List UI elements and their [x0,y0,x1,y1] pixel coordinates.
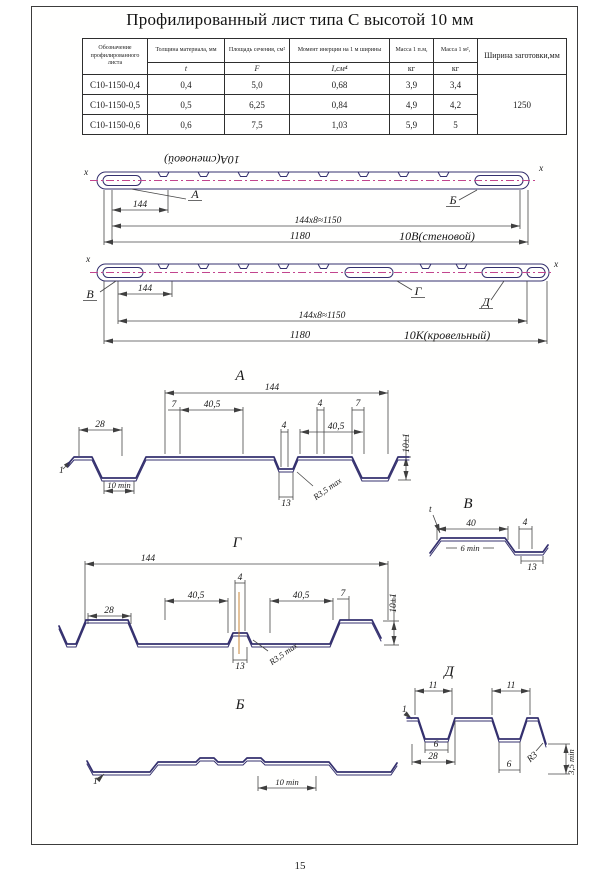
dim-label-6min: 6 min [460,543,479,553]
technical-drawing: 10А(стеновой) x x А Б 144 144x8≈1150 118… [58,153,576,791]
dim-label-13: 13 [281,499,291,509]
plan-view-wall: 10А(стеновой) x x А Б 144 144x8≈1150 118… [83,153,544,245]
dim-label-thickness: 1 [402,705,407,715]
subheader-kg-pm: кг [389,62,434,75]
axis-mark: x [553,260,559,270]
dim-label-40: 40 [466,519,476,529]
series-label-wall: 10В(стеновой) [399,229,475,243]
profile-outline [86,757,398,773]
dim-label-28: 28 [428,752,438,762]
dim-label-pitch: 144x8≈1150 [299,311,346,321]
dim-label-144: 144 [265,383,280,393]
dim-label-thickness: 1 [93,777,98,787]
section-g-label: Г [232,535,243,551]
section-a-label: А [234,368,245,384]
table-row: С10-1150-0,4 0,4 5,0 0,68 3,9 3,4 1250 [82,74,567,135]
designation-value: С10-1150-0,5 [82,94,148,115]
dim-label-40-5: 40,5 [293,591,310,601]
blank-width-value: 1250 [477,74,567,135]
section-v-label: В [463,496,472,512]
dim-label-40-5: 40,5 [204,400,221,410]
subheader-t: t [147,62,225,75]
col-header-area: Площадь сечения, см² [224,38,290,63]
col-header-mass-pm: Масса 1 п.м, [389,38,434,63]
dim-label-height: 10±1 [402,433,412,452]
dim-label-4: 4 [282,421,287,431]
section-b: Б 1 10 min [86,697,398,791]
dim-label-radius: R3,5 max [310,475,343,502]
subheader-kg-m2: кг [433,62,478,75]
dim-label-4: 4 [523,518,528,528]
dim-label-144: 144 [133,200,148,210]
dim-label-11: 11 [429,681,438,691]
spec-table: Обозначение профилированного листа Толщи… [82,38,567,135]
flipped-series-label: 10А(стеновой) [164,153,240,167]
callout-v-label: В [86,287,94,301]
col-header-thickness: Толщина материала, мм [147,38,225,63]
dim-label-28: 28 [104,606,114,616]
dim-label-7: 7 [341,589,347,599]
section-a: А 144 7 40,5 4 7 4 40,5 28 10±1 1 [59,368,412,509]
dim-label-13: 13 [527,563,537,573]
dim-label-radius: R3 [525,750,540,765]
callout-b-label: Б [448,193,456,207]
dim-label-4: 4 [238,573,243,583]
drawing-frame [31,6,578,845]
section-g: Г 144 4 40,5 40,5 7 28 10±1 13 [58,535,399,672]
dim-label-pitch: 144x8≈1150 [295,216,342,226]
callout-d-label: Д [481,295,491,309]
axis-mark: x [85,255,91,265]
dim-label-10min: 10 min [275,777,298,787]
designation-value: С10-1150-0,4 [82,74,148,95]
section-b-label: Б [235,697,245,713]
dim-label-4: 4 [318,399,323,409]
col-header-width: Ширина заготовки,мм [477,38,567,75]
dim-label-6: 6 [507,760,512,770]
dim-label-28: 28 [95,420,105,430]
col-header-designation: Обозначение профилированного листа [82,38,148,75]
table-row: С10-1150-0,5 0,5 6,25 0,84 4,9 4,2 [82,94,567,115]
series-label-roof: 10К(кровельный) [404,328,491,342]
header-row: Обозначение профилированного листа Толщи… [82,38,567,75]
dim-label-7: 7 [172,400,178,410]
col-header-inertia: Момент инерции на 1 м ширины [289,38,390,63]
dim-label-13: 13 [235,662,245,672]
col-header-mass-m2: Масса 1 м², [433,38,478,63]
profile-outline [406,717,547,745]
callout-a-label: А [190,187,199,201]
section-v: В t 40 4 6 min 13 [429,496,549,573]
dim-label-height: 10±1 [389,593,399,612]
dim-label-7: 7 [356,399,362,409]
dim-label-35min: 3,5 min [566,749,576,776]
dim-label-10min: 10 min [107,480,130,490]
plan-view-roof: x x В 144 Г Д 144x8≈1150 1180 10К(кровел… [83,255,559,344]
axis-mark: x [538,164,544,174]
dim-label-40-5: 40,5 [328,422,345,432]
dim-label-thickness: 1 [59,466,64,476]
callout-g-label: Г [414,284,423,298]
section-d: Д 11 11 1 6 28 6 R3 3,5 min [402,664,576,776]
profile-outline [429,537,549,554]
dim-label-6: 6 [434,740,439,750]
axis-mark: x [83,168,89,178]
section-d-label: Д [442,664,455,680]
page-title: Профилированный лист типа С высотой 10 м… [126,10,474,29]
subheader-i: I,см⁴ [289,62,390,75]
dim-label-t: t [429,505,432,515]
profile-outline [67,456,410,479]
subheader-f: F [224,62,290,75]
page-number: 15 [294,860,306,872]
dim-label-40-5: 40,5 [188,591,205,601]
dim-label-144: 144 [138,284,153,294]
dim-label-144: 144 [141,554,156,564]
profile-outline [58,619,382,645]
dim-label-1180: 1180 [290,330,311,341]
table-row: С10-1150-0,6 0,6 7,5 1,03 5,9 5 [82,114,567,135]
designation-value: С10-1150-0,6 [82,114,148,135]
dim-label-1180: 1180 [290,231,311,242]
dim-label-11: 11 [507,681,516,691]
